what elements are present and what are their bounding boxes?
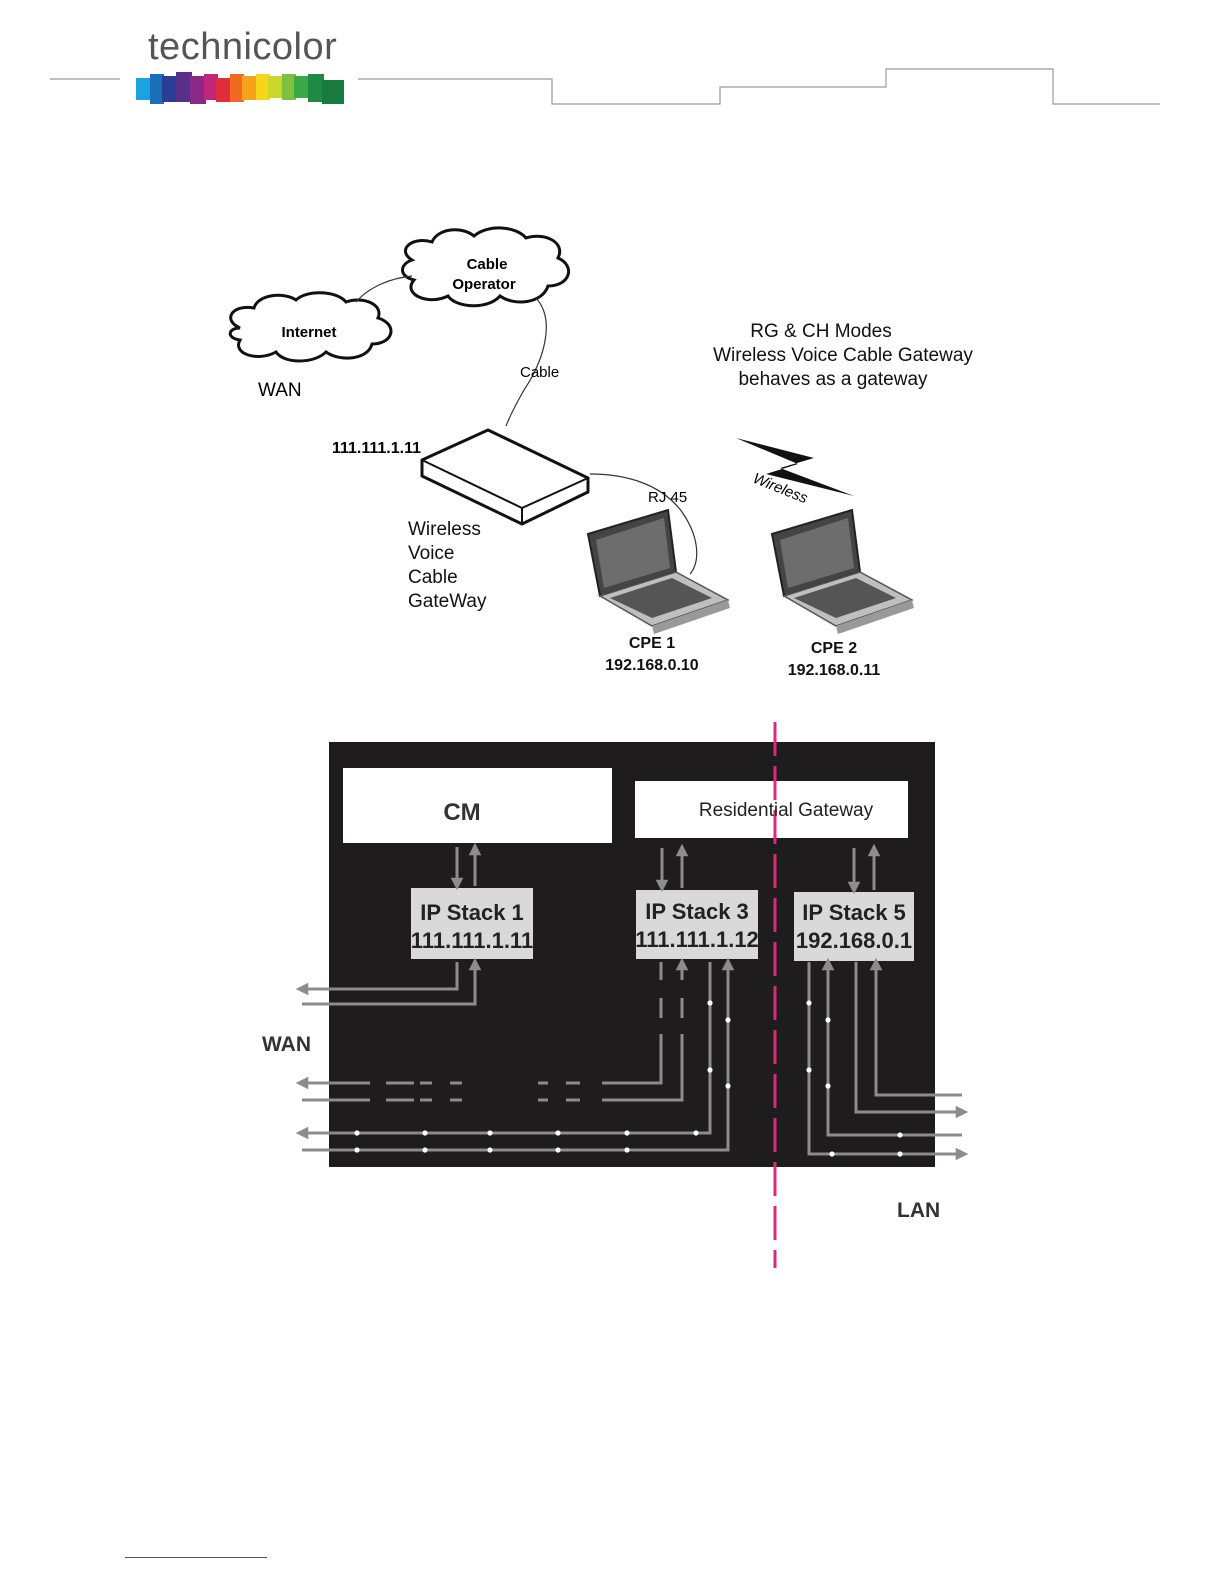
modes-heading: RG & CH Modes Wireless Voice Cable Gatew…	[690, 320, 996, 392]
dot	[825, 1083, 831, 1089]
internet-cloud-icon	[228, 291, 393, 363]
cpe1-name: CPE 1	[628, 635, 676, 652]
cable-link	[505, 297, 547, 427]
ip-stack-1-ip: 111.111.1.11	[411, 928, 533, 953]
dot	[624, 1147, 630, 1153]
rg-box	[635, 781, 908, 838]
cpe2-ip: 192.168.0.11	[787, 662, 881, 679]
dot	[487, 1130, 493, 1136]
cm-box	[343, 768, 612, 843]
stack-wan-label: WAN	[262, 1033, 311, 1056]
dot	[825, 1017, 831, 1023]
dot	[354, 1130, 360, 1136]
wan-label: WAN	[258, 380, 302, 401]
gateway-label-line-2: Voice	[408, 543, 455, 564]
laptop-cpe1-icon	[586, 508, 730, 634]
dot	[487, 1147, 493, 1153]
dot	[829, 1151, 835, 1157]
stack5-lan-out-1	[854, 962, 969, 1119]
dot	[725, 1017, 731, 1023]
modes-line-1: RG & CH Modes	[750, 321, 892, 342]
dot	[707, 1000, 713, 1006]
cpe2-name: CPE 2	[810, 640, 858, 657]
stack3-wan-in-2	[302, 957, 735, 1152]
cpe1-ip: 192.168.0.10	[605, 657, 699, 674]
dot	[422, 1130, 428, 1136]
stack5-lan-in-1	[869, 957, 962, 1097]
dot	[624, 1130, 630, 1136]
gateway-device-icon	[420, 428, 590, 526]
dot	[806, 1000, 812, 1006]
dot	[707, 1067, 713, 1073]
stack1-wan-in	[302, 957, 482, 1006]
modes-line-3: behaves as a gateway	[738, 369, 928, 390]
wan-ip-label: 111.111.1.11	[332, 440, 421, 457]
network-topology-diagram: Internet Cable Operator WAN Cable 111.11…	[228, 226, 914, 634]
cpe2-label: CPE 2 192.168.0.11	[774, 638, 894, 682]
dot	[354, 1147, 360, 1153]
dot	[555, 1147, 561, 1153]
dot	[693, 1130, 699, 1136]
gateway-label-line-3: Cable	[408, 567, 458, 588]
modes-line-2: Wireless Voice Cable Gateway	[713, 345, 973, 366]
ip-stack-5-name: IP Stack 5	[802, 900, 906, 925]
laptop-cpe2-icon	[770, 508, 914, 634]
header-step-line	[358, 68, 1160, 105]
ip-stack-1-name: IP Stack 1	[420, 900, 524, 925]
stack3-wan-out-2	[295, 962, 712, 1140]
brand-color-bar	[136, 72, 344, 104]
footer-rule	[125, 1557, 267, 1558]
ip-stack-5-ip: 192.168.0.1	[796, 928, 912, 953]
ip-stack-1-box	[411, 888, 533, 959]
dot	[897, 1132, 903, 1138]
gateway-label-line-4: GateWay	[408, 591, 487, 612]
ip-stack-3-box	[636, 890, 758, 959]
header-graphic	[50, 68, 1160, 105]
internet-label: Internet	[281, 324, 336, 341]
operator-label-line1: Cable	[467, 256, 508, 273]
rg-label: Residential Gateway	[699, 800, 874, 821]
rj45-label: RJ 45	[648, 489, 687, 506]
stack3-wan-in	[302, 957, 689, 1102]
dot	[555, 1130, 561, 1136]
ip-stack-5-box	[794, 892, 914, 961]
ip-stack-3-ip: 111.111.1.12	[635, 927, 759, 952]
operator-label-line2: Operator	[452, 276, 516, 293]
ip-stack-diagram: CM Residential Gateway IP Stack 1 111.11…	[262, 722, 969, 1268]
ip-stack-3-name: IP Stack 3	[645, 899, 749, 924]
gateway-label-line-1: Wireless	[408, 519, 481, 540]
dot	[422, 1147, 428, 1153]
dot	[806, 1067, 812, 1073]
cable-operator-cloud-icon	[401, 226, 571, 308]
dot	[725, 1083, 731, 1089]
stack3-wan-out	[295, 962, 663, 1090]
cable-label: Cable	[520, 364, 559, 381]
gateway-label: Wireless Voice Cable GateWay	[408, 518, 487, 614]
cm-label: CM	[443, 799, 480, 826]
internet-operator-link	[355, 275, 413, 303]
dot	[897, 1151, 903, 1157]
stack5-lan-out-2	[807, 962, 969, 1161]
stack-lan-label: LAN	[897, 1199, 940, 1222]
brand-logo-text: technicolor	[148, 26, 338, 68]
cpe1-label: CPE 1 192.168.0.10	[592, 633, 712, 677]
stack1-wan-out	[295, 962, 459, 996]
rj45-link	[589, 473, 698, 575]
